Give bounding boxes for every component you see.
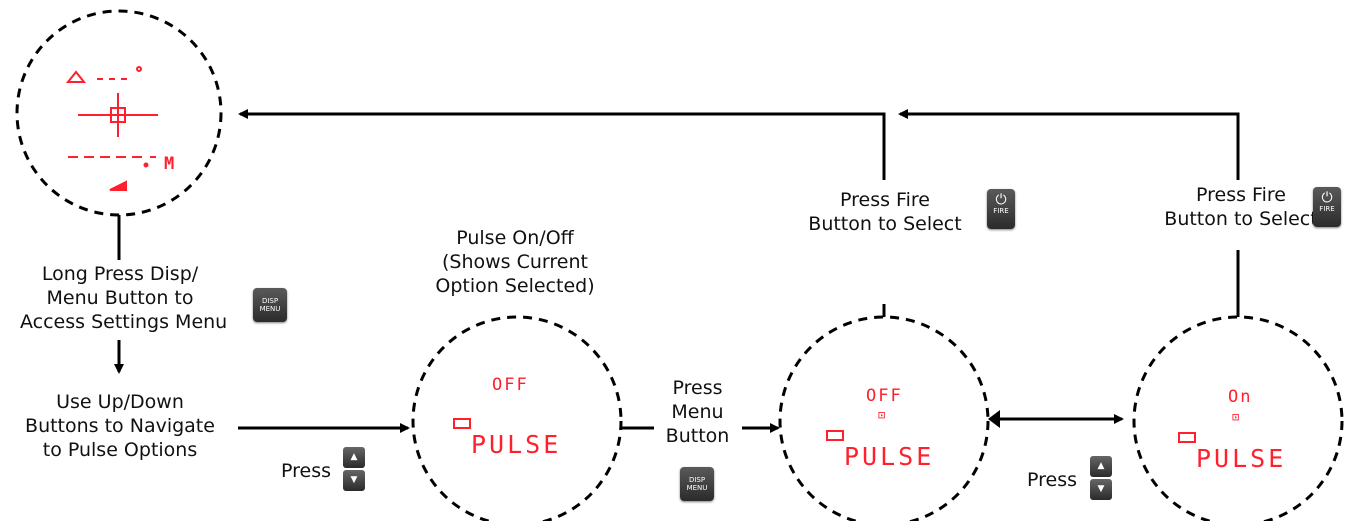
disp-menu-1-bottom: MENU (259, 305, 281, 313)
disp-menu-button-1[interactable]: DISP MENU (253, 288, 287, 322)
display-1-option: OFF (492, 375, 529, 395)
use-updown-line-3: to Pulse Options (42, 439, 198, 461)
pulse-onoff-label: Pulse On/Off (Shows Current Option Selec… (420, 226, 610, 298)
main-display-unit: M (164, 154, 177, 174)
display-3-mode: PULSE (1196, 444, 1287, 473)
fire-button-1-label: FIRE (993, 207, 1009, 215)
press-fire-1-line-1: Press Fire (840, 189, 930, 211)
battery-icon (453, 418, 471, 429)
fire-button-2[interactable]: ⏻ FIRE (1313, 187, 1341, 227)
display-2-mode: PULSE (844, 442, 935, 471)
use-updown-label: Use Up/Down Buttons to Navigate to Pulse… (10, 390, 230, 462)
double-arrow-left-head (988, 410, 1000, 428)
press-fire-2-line-1: Press Fire (1196, 184, 1286, 206)
main-display-circle (15, 9, 223, 217)
fire-button-1[interactable]: ⏻ FIRE (987, 189, 1015, 229)
press-menu-line-2: Menu (671, 401, 724, 423)
pulse-display-circle-2 (778, 315, 990, 521)
power-icon: ⏻ (995, 192, 1007, 208)
long-press-line-2: Menu Button to (46, 287, 194, 309)
long-press-line-1: Long Press Disp/ (41, 263, 199, 285)
press-menu-line-1: Press (672, 377, 723, 399)
up-arrow-icon[interactable]: ▲ (1090, 456, 1112, 477)
press-fire-2-line-2: Button to Select (1164, 208, 1318, 230)
power-icon: ⏻ (1321, 190, 1333, 206)
pulse-display-circle-1 (411, 315, 623, 521)
press-menu-line-3: Button (665, 425, 730, 447)
return-line-1-top (238, 109, 886, 180)
press-fire-label-1: Press Fire Button to Select (800, 188, 970, 236)
display-2-option: OFF (866, 386, 903, 406)
display-2-dot: ⊡ (878, 408, 888, 422)
battery-icon (826, 430, 844, 441)
press-menu-label: Press Menu Button (650, 376, 745, 448)
up-arrow-icon[interactable]: ▲ (343, 447, 365, 468)
display-1-mode: PULSE (471, 430, 562, 459)
disp-menu-2-bottom: MENU (686, 484, 708, 492)
reticle-icon (65, 66, 158, 191)
press-label-2: Press (1026, 469, 1077, 491)
use-updown-line-2: Buttons to Navigate (25, 415, 215, 437)
down-arrow-icon[interactable]: ▼ (343, 470, 365, 491)
press-fire-1-line-2: Button to Select (808, 213, 962, 235)
updown-buttons-2[interactable]: ▲ ▼ (1090, 456, 1112, 502)
use-updown-line-1: Use Up/Down (56, 391, 184, 413)
pulse-onoff-line-1: Pulse On/Off (456, 227, 574, 249)
disp-menu-2-top: DISP (688, 476, 706, 484)
fire-button-2-label: FIRE (1319, 205, 1335, 213)
disp-menu-1-top: DISP (261, 297, 279, 305)
display-3-option: On (1228, 387, 1253, 407)
battery-icon (1178, 432, 1196, 443)
long-press-line-3: Access Settings Menu (20, 311, 228, 333)
press-fire-label-2: Press Fire Button to Select (1156, 183, 1326, 231)
pulse-onoff-line-3: Option Selected) (435, 275, 595, 297)
return-line-2-top (898, 109, 1240, 180)
pulse-display-circle-3 (1132, 315, 1344, 521)
pulse-onoff-line-2: (Shows Current (442, 251, 588, 273)
press-label-1: Press (280, 460, 331, 482)
down-arrow-icon[interactable]: ▼ (1090, 479, 1112, 500)
long-press-label: Long Press Disp/ Menu Button to Access S… (20, 262, 228, 334)
updown-buttons-1[interactable]: ▲ ▼ (343, 447, 365, 493)
disp-menu-button-2[interactable]: DISP MENU (680, 467, 714, 501)
display-3-dot: ⊡ (1232, 410, 1242, 424)
